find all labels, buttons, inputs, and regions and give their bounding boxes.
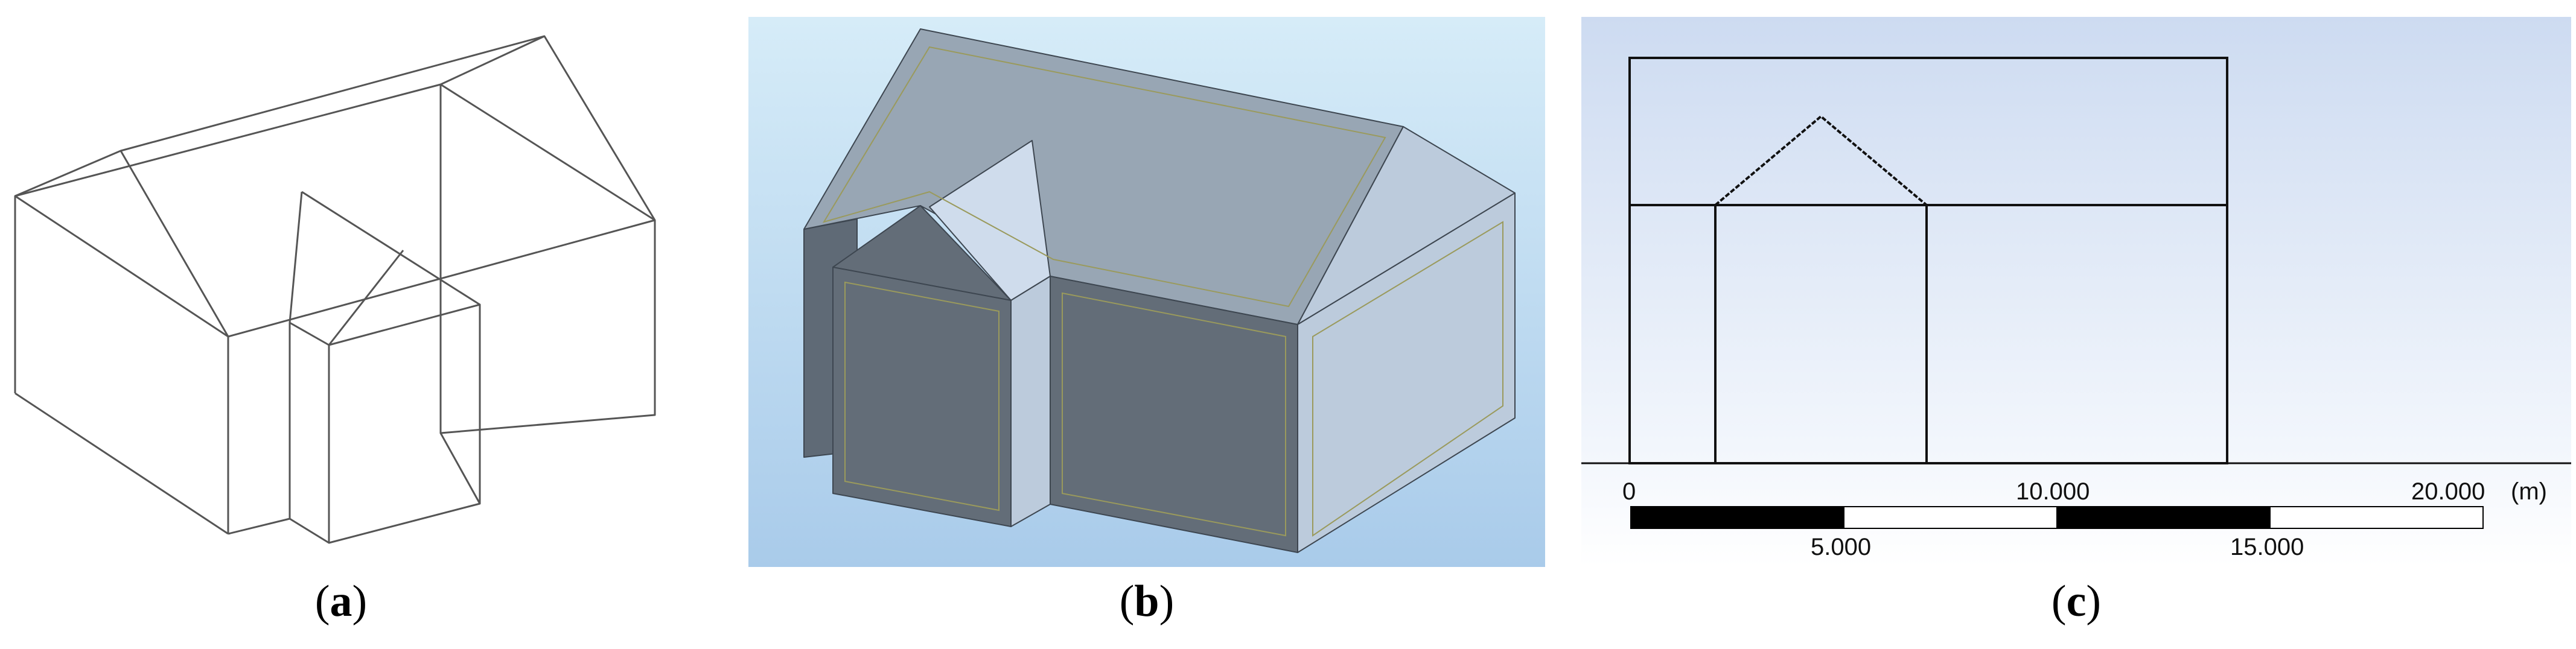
left-gable-outline	[14, 150, 229, 393]
elevation-drawing: 0 10.000 20.000 (m) 5.000 15.000	[1581, 17, 2571, 567]
porch-column	[1010, 276, 1051, 527]
porch-box	[289, 303, 481, 544]
roof-ridge	[120, 35, 545, 152]
right-gable-outline	[439, 35, 656, 434]
caption-b: (b)	[1119, 577, 1175, 626]
porch-front-wall	[832, 267, 1012, 527]
porch-wall-inner-edge	[844, 281, 999, 511]
wireframe-house-drawing	[14, 35, 656, 544]
scale-bar: 0 10.000 20.000 (m) 5.000 15.000	[1622, 478, 2547, 560]
scale-label-0: 0	[1622, 478, 1636, 505]
scale-unit: (m)	[2511, 478, 2547, 505]
caption-a-letter: a	[330, 577, 352, 626]
caption-a: (a)	[314, 577, 368, 626]
porch-roof-left	[289, 191, 303, 323]
scale-segment-3	[2056, 506, 2271, 529]
panel-a-wireframe	[0, 0, 688, 561]
right-gable-base	[440, 83, 655, 221]
panel-c-elevation: 0 10.000 20.000 (m) 5.000 15.000	[1581, 17, 2571, 567]
scale-label-20000: 20.000	[2411, 478, 2485, 505]
scale-segment-2	[1843, 506, 2058, 529]
front-main-wall	[1050, 276, 1298, 553]
porch-gable-outline	[1714, 115, 1928, 206]
front-eave	[228, 219, 655, 338]
panel-b-shaded-model	[748, 17, 1545, 567]
front-bottom-left	[14, 392, 229, 535]
left-gable-base	[14, 195, 229, 338]
panel-c-background	[1581, 17, 2571, 567]
porch-roof-right	[328, 250, 404, 346]
caption-c: (c)	[2051, 577, 2102, 626]
scale-label-15000: 15.000	[2230, 534, 2304, 560]
back-eave	[14, 83, 441, 197]
scale-segment-1	[1630, 506, 1844, 529]
right-wall-inner-edge	[1312, 221, 1503, 537]
scale-segment-4	[2269, 506, 2484, 529]
scale-label-10000: 10.000	[2016, 478, 2090, 505]
roof-inner-edge	[822, 46, 1386, 308]
scale-label-5000: 5.000	[1811, 534, 1871, 560]
front-wall-inner-edge	[1062, 292, 1286, 537]
porch-front	[228, 323, 291, 535]
back-bottom-right	[439, 432, 481, 504]
porch-top-edge	[289, 321, 330, 346]
porch-ridge	[301, 191, 480, 306]
shaded-house-drawing	[748, 17, 1545, 567]
caption-b-letter: b	[1134, 577, 1159, 626]
caption-c-letter: c	[2066, 577, 2087, 626]
